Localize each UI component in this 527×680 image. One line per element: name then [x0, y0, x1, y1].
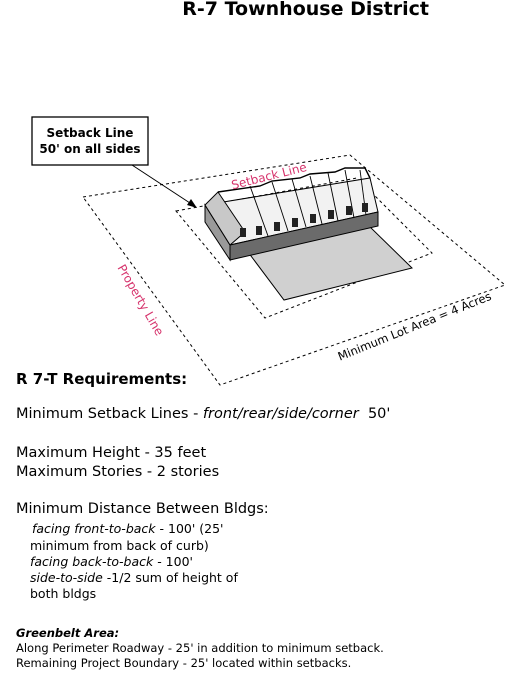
townhouse-building: [204, 167, 379, 262]
setback-value: 50': [367, 406, 391, 422]
setback-line-label: Setback Line: [230, 160, 308, 192]
property-line-label: Property Line: [114, 262, 166, 338]
greenbelt-line-1: Along Perimeter Roadway - 25' in additio…: [16, 641, 384, 655]
d1-rest: - 100' (25': [155, 521, 224, 536]
page-title: R-7 Townhouse District: [182, 0, 429, 20]
d2-italic: facing back-to-back: [30, 554, 154, 569]
max-stories: Maximum Stories - 2 stories: [16, 464, 220, 480]
setback-requirement: Minimum Setback Lines - front/rear/side/…: [16, 406, 390, 422]
lot-area-label: Minimum Lot Area = 4 Acres: [336, 289, 494, 364]
callout-arrow: [131, 164, 194, 206]
setback-italic: front/rear/side/corner: [202, 406, 359, 422]
distance-side-to-side-line2: both bldgs: [30, 586, 97, 601]
d3-italic: side-to-side: [30, 570, 103, 585]
distance-front-to-back: facing front-to-back - 100' (25': [32, 521, 223, 537]
site-diagram: Setback Line 50' on all sides Setback Li…: [31, 116, 506, 386]
distance-side-to-side: side-to-side -1/2 sum of height of: [30, 570, 238, 586]
callout-arrowhead: [187, 199, 197, 208]
property-line-boundary: [82, 154, 506, 386]
callout-line-2: 50' on all sides: [39, 142, 140, 156]
setback-callout-box: [31, 116, 149, 166]
d1-italic: facing front-to-back: [32, 521, 156, 536]
setback-line-boundary: [175, 177, 433, 319]
greenbelt-heading: Greenbelt Area:: [16, 626, 120, 640]
distance-back-to-back: facing back-to-back - 100': [30, 554, 193, 570]
callout-line-1: Setback Line: [47, 126, 134, 140]
distance-heading: Minimum Distance Between Bldgs:: [16, 501, 269, 517]
max-height: Maximum Height - 35 feet: [16, 445, 207, 461]
d3-rest: -1/2 sum of height of: [102, 570, 238, 585]
distance-front-to-back-line2: minimum from back of curb): [30, 538, 209, 553]
greenbelt-line-2: Remaining Project Boundary - 25' located…: [16, 656, 352, 670]
setback-prefix: Minimum Setback Lines -: [16, 406, 203, 422]
requirements-heading: R 7-T Requirements:: [16, 370, 188, 388]
d2-rest: - 100': [153, 554, 193, 569]
